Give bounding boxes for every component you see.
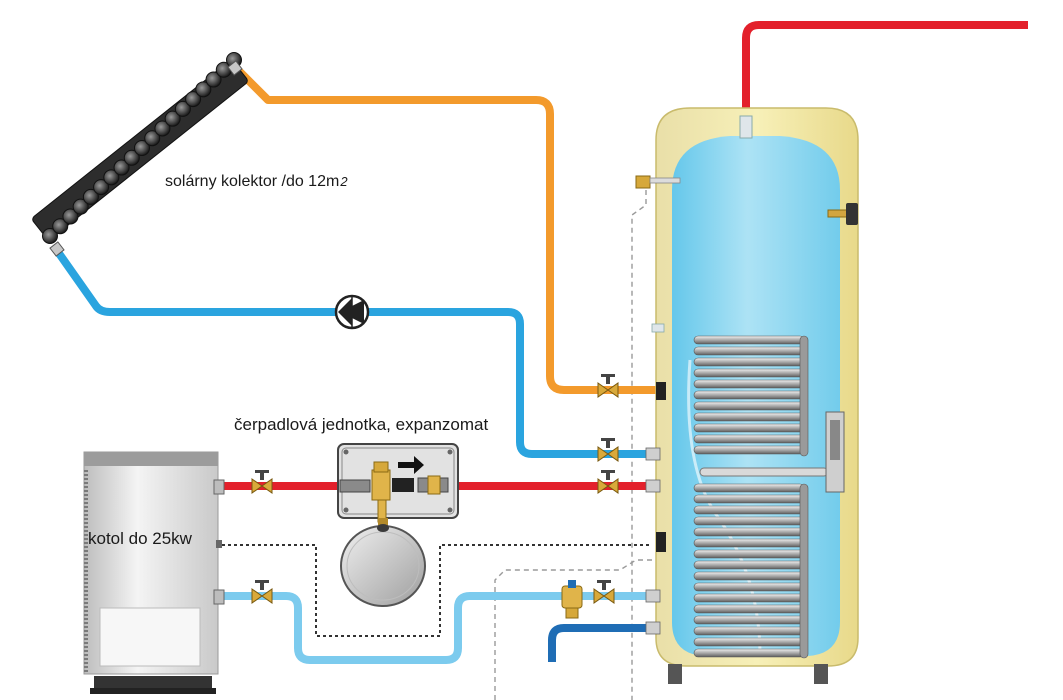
collector-connector-bottom (49, 241, 65, 257)
control-cable-boiler (222, 544, 652, 637)
expansion-vessel (340, 518, 426, 607)
storage-tank (635, 107, 859, 684)
boiler-lower-panel (99, 607, 201, 667)
arrow-right-icon (398, 456, 424, 474)
coil-winding (693, 505, 805, 515)
boiler-return-pipe (222, 592, 660, 664)
coil-winding (693, 357, 805, 367)
coil-winding (693, 538, 805, 548)
dirt-separator (561, 580, 583, 619)
solar-return-pipe (54, 249, 660, 458)
ball-valve-icon (251, 470, 273, 494)
collector-tube (185, 91, 202, 108)
collector-tubes (42, 52, 242, 244)
coil-winding (693, 434, 805, 444)
coil-winding (693, 571, 805, 581)
sensor-sleeve-upper (651, 323, 665, 333)
collector-tube (62, 208, 79, 225)
circulation-pump-icon (334, 294, 370, 330)
coil-winding (693, 412, 805, 422)
coil-winding (693, 560, 805, 570)
coil-winding (693, 483, 805, 493)
collector-tube (154, 120, 171, 137)
sensor-line-upper (631, 190, 647, 700)
collector-connector-top (227, 60, 243, 76)
pump-unit-label: čerpadlová jednotka, expanzomat (234, 415, 488, 434)
coil-winding (693, 527, 805, 537)
collector-tube (123, 149, 140, 166)
solar-supply-pipe (233, 65, 660, 394)
cold-water-inlet-pipe (548, 624, 660, 662)
coil-winding (693, 637, 805, 647)
coil-winding (693, 346, 805, 356)
coil-winding (693, 604, 805, 614)
solar-heat-exchanger-coil (693, 335, 809, 457)
coil-winding (693, 549, 805, 559)
collector-tube (164, 110, 181, 127)
tank-foot-right (814, 664, 828, 684)
coil-winding (693, 516, 805, 526)
solar-collector-label: solárny kolektor /do 12m2 (165, 173, 348, 190)
ball-valve-icon (597, 470, 619, 494)
ball-valve-icon (597, 438, 619, 462)
tank-foot-left (668, 664, 682, 684)
valves (251, 374, 619, 604)
safety-valve (635, 175, 681, 189)
coil-winding (693, 335, 805, 345)
coil-winding (693, 648, 805, 658)
boiler-heat-exchanger-coil (693, 483, 809, 659)
boiler-unit (83, 451, 225, 694)
collector-tube (42, 228, 58, 244)
coil-winding (693, 390, 805, 400)
coil-winding (693, 368, 805, 378)
collector-tube (195, 81, 212, 98)
coil-winding (693, 626, 805, 636)
boiler-label: kotol do 25kw (88, 529, 193, 548)
boiler-supply-connector (213, 479, 225, 495)
ball-valve-icon (593, 580, 615, 604)
collector-tube (113, 159, 130, 176)
coil-winding (693, 593, 805, 603)
collector-tube (103, 169, 120, 186)
ball-valve-icon (597, 374, 619, 398)
coil-winding (693, 423, 805, 433)
coil-winding (693, 494, 805, 504)
coil-winding (693, 445, 805, 455)
electric-heating-element (699, 411, 845, 493)
boiler-return-connector (213, 589, 225, 605)
thermometer-icon (827, 203, 858, 225)
coil-winding (693, 582, 805, 592)
collector-tube (93, 179, 110, 196)
coil-winding (693, 401, 805, 411)
sensor-sleeve-middle (656, 382, 666, 400)
collector-tube (205, 71, 222, 88)
collector-tube (144, 130, 161, 147)
ball-valve-icon (251, 580, 273, 604)
coil-winding (693, 379, 805, 389)
coil-winding (693, 615, 805, 625)
collector-tube (72, 198, 89, 215)
pump-unit (337, 443, 459, 523)
collector-tube (82, 188, 99, 205)
collector-tube (134, 140, 150, 156)
collector-tube (52, 218, 69, 235)
collector-tube (174, 100, 191, 117)
hot-water-outlet-pipe (742, 21, 1028, 120)
sensor-sleeve-lower (656, 532, 666, 552)
solar-collector (32, 52, 248, 257)
